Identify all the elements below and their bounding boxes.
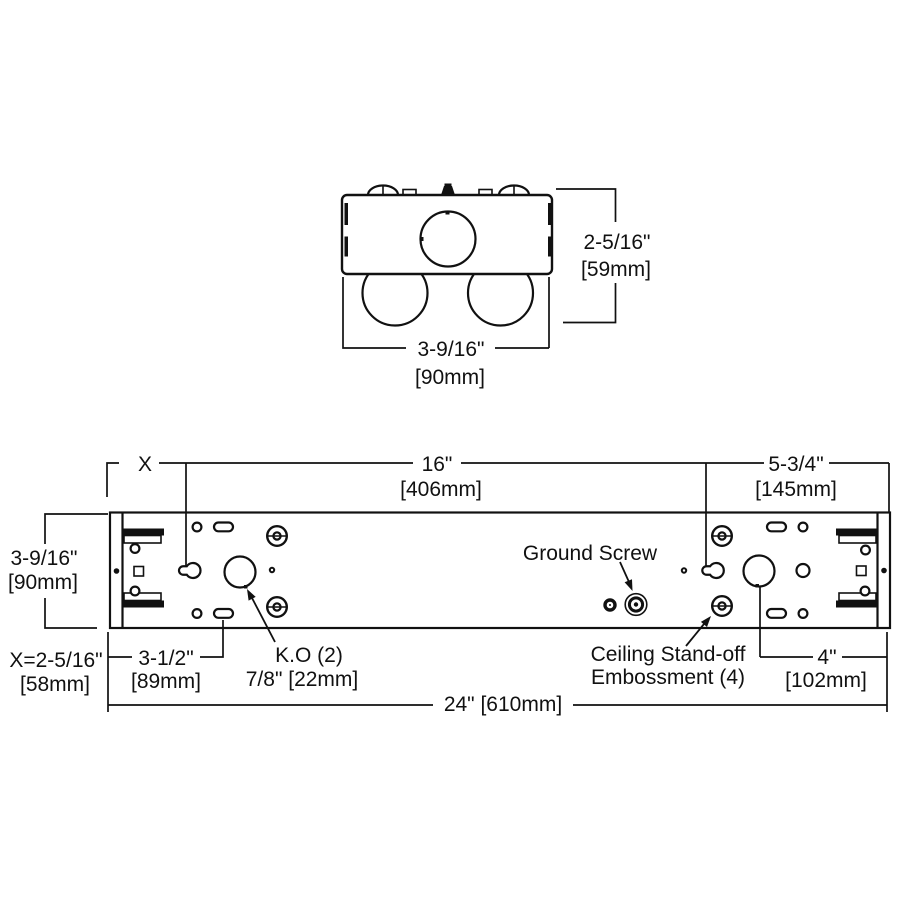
clip-left-upper	[344, 203, 348, 225]
channel-bracket-right-top	[836, 528, 877, 544]
knockout-tab-left	[419, 237, 424, 241]
dim-ko-offset-line	[759, 587, 888, 712]
dim-end-width-in: 3-9/16"	[418, 338, 485, 361]
knockout-tab-top	[445, 210, 450, 215]
mounting-plate-view	[108, 511, 892, 630]
ceiling-callout-line1: Ceiling Stand-off	[591, 643, 746, 666]
keyhole-slot-left	[177, 561, 202, 580]
pilot-hole	[859, 544, 871, 556]
channel-bracket-left-bottom	[123, 592, 164, 608]
channel-bracket-left-top	[123, 528, 164, 544]
pilot-hole	[797, 521, 809, 533]
ground-screw	[624, 592, 648, 617]
dim-line-end-width	[342, 277, 550, 349]
x-value-label: X=2-5/16"	[9, 649, 102, 672]
dim-total-label: 24" [610mm]	[444, 693, 562, 716]
ko-callout-line1: K.O (2)	[275, 644, 343, 667]
ground-screw-label: Ground Screw	[523, 542, 658, 565]
dim-end-height-mm: [59mm]	[581, 258, 651, 281]
dim-slot-line	[107, 620, 224, 712]
ground-stud	[603, 598, 617, 612]
pilot-hole	[129, 585, 141, 597]
dim-x-corner	[106, 462, 119, 497]
dim-end-height-in: 2-5/16"	[584, 231, 651, 254]
dim-x-label: X	[138, 453, 152, 476]
ceiling-callout-arrow	[685, 616, 711, 647]
dim-16-mm: [406mm]	[400, 478, 482, 501]
standoff-embossment	[266, 596, 289, 619]
square-hole-left	[133, 565, 145, 577]
slot-hole	[212, 521, 235, 533]
pilot-hole	[797, 607, 809, 619]
square-hole-right	[855, 565, 867, 577]
ko-callout-line2: 7/8" [22mm]	[246, 668, 359, 691]
socket-dome-left	[366, 184, 400, 196]
slot-hole	[212, 607, 235, 619]
wiring-hole-right	[795, 562, 811, 579]
knockout-right-tab	[755, 584, 759, 588]
knockout-circle-end-view	[419, 210, 477, 268]
center-mounting-tab-nub	[444, 183, 452, 187]
knockout-left	[223, 555, 257, 589]
dim-end-width-mm: [90mm]	[415, 366, 485, 389]
socket-dome-right	[497, 184, 531, 196]
dim-4-mm: [102mm]	[785, 669, 867, 692]
pilot-hole	[191, 607, 203, 619]
ground-screw-arrow	[619, 561, 633, 591]
dim-plate-height-in: 3-9/16"	[11, 547, 78, 570]
center-mounting-tab	[441, 186, 455, 195]
clip-left-lower	[344, 236, 348, 257]
dim-top-chain-line	[159, 462, 890, 512]
channel-bracket-right-bottom	[836, 592, 877, 608]
dim-534-in: 5-3/4"	[768, 453, 823, 476]
pilot-hole	[191, 521, 203, 533]
knockout-right	[742, 554, 776, 588]
knockout-left-tab	[244, 585, 248, 589]
fixture-end-view: 2-5/16" [59mm] 3-9/16" [90mm]	[340, 183, 651, 389]
pilot-hole	[859, 585, 871, 597]
plate-dimensions: X 16" [406mm] 5-3/4" [145mm] 3-9/16" [90…	[8, 453, 890, 716]
dim-534-mm: [145mm]	[755, 478, 837, 501]
stud-right	[680, 567, 688, 574]
dim-312-mm: [89mm]	[131, 670, 201, 693]
dim-4-in: 4"	[817, 646, 836, 669]
dim-16-in: 16"	[422, 453, 453, 476]
slot-hole	[765, 607, 788, 619]
pilot-hole	[129, 542, 141, 554]
stud-left	[268, 566, 276, 574]
dim-plate-height-bracket	[44, 513, 108, 629]
x-value-mm-label: [58mm]	[20, 673, 90, 696]
rivet-right-cap	[881, 567, 887, 574]
standoff-embossment	[266, 525, 289, 548]
ceiling-callout-line2: Embossment (4)	[591, 666, 745, 689]
clip-right-upper	[548, 203, 552, 225]
keyhole-slot-right	[701, 561, 725, 580]
standoff-embossment	[711, 525, 734, 548]
dim-312-in: 3-1/2"	[138, 647, 193, 670]
rivet-left-cap	[113, 568, 120, 574]
standoff-embossment	[711, 595, 734, 618]
ko-callout-arrow	[247, 589, 276, 643]
slot-hole	[765, 521, 788, 533]
clip-right-lower	[548, 236, 552, 257]
dim-plate-height-mm: [90mm]	[8, 571, 78, 594]
dim-line-end-height	[556, 188, 617, 324]
